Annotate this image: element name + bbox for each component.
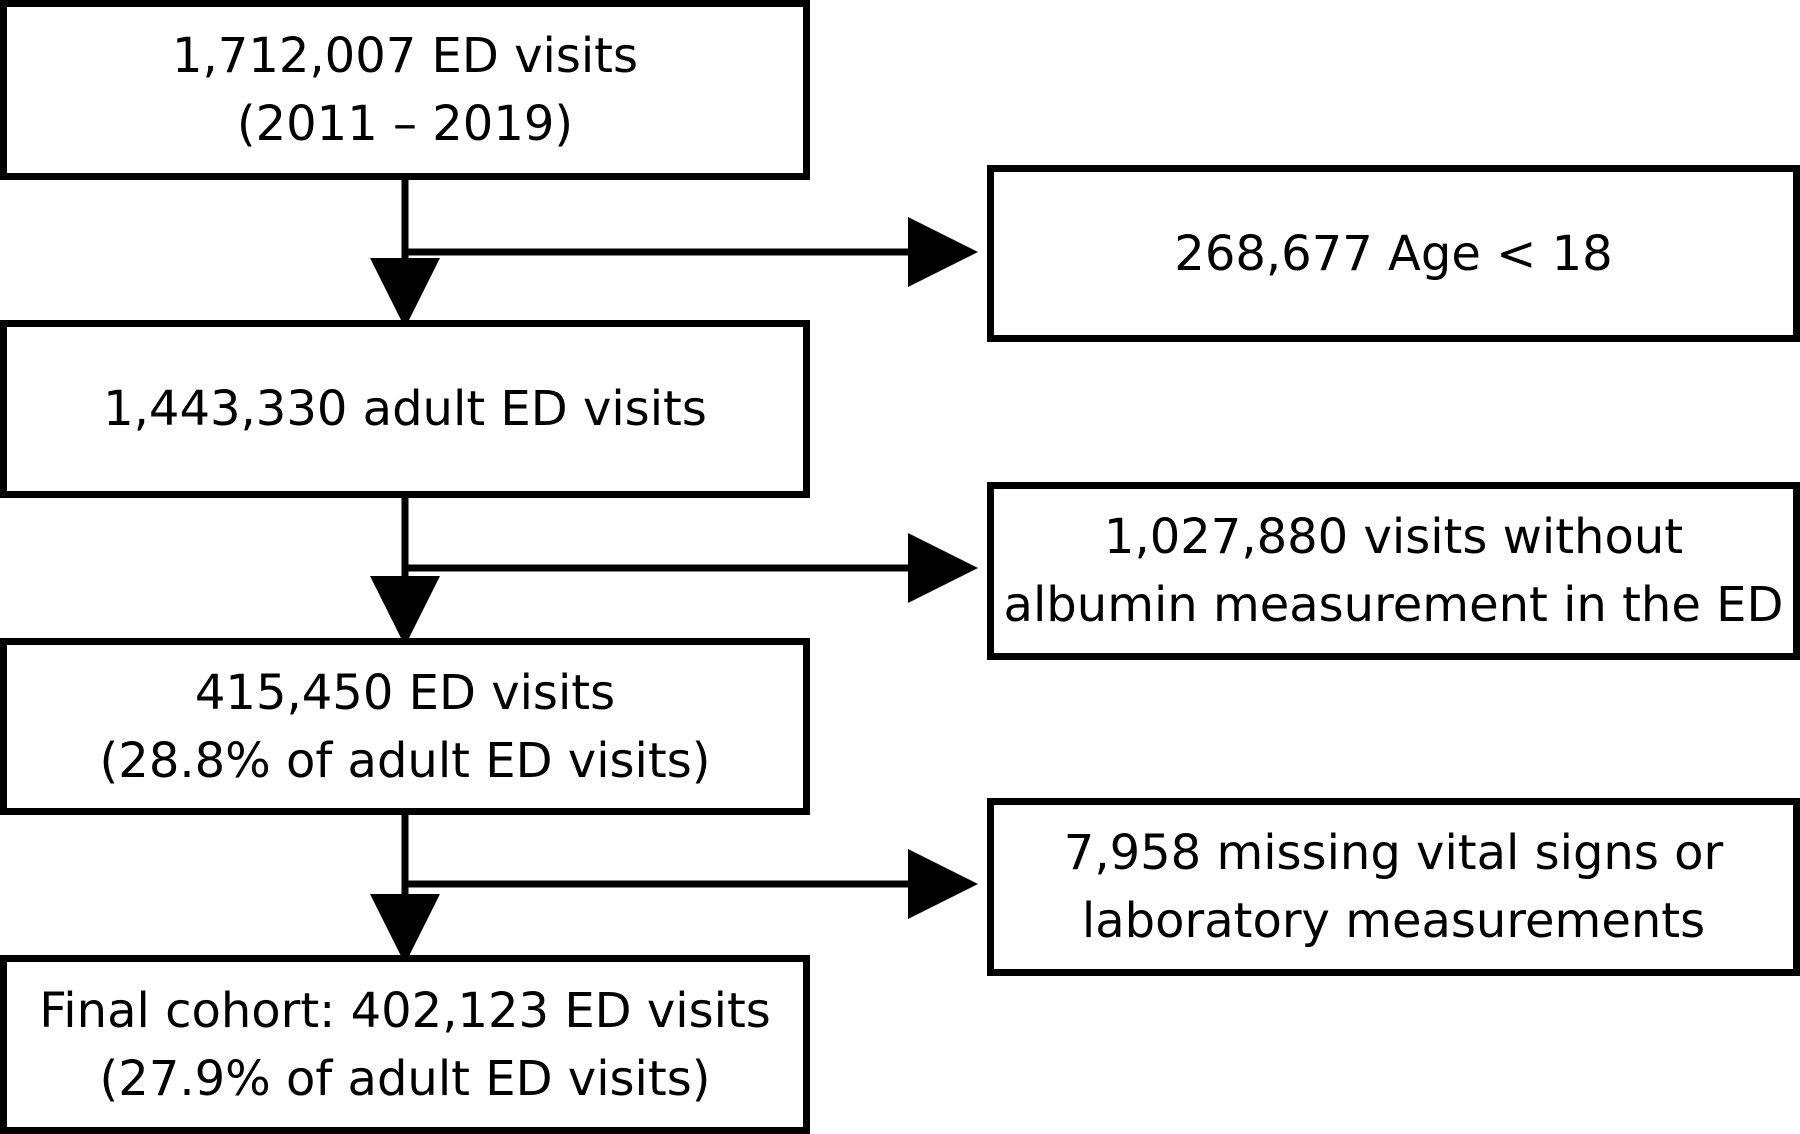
exclusion-box-missing: 7,958 missing vital signs or laboratory … — [987, 798, 1800, 976]
step-box-text: 1,443,330 adult ED visits — [103, 381, 707, 437]
step-box-text: (2011 – 2019) — [236, 96, 574, 152]
step-box-adult-visits: 1,443,330 adult ED visits — [0, 320, 810, 498]
step-box-text: Final cohort: 402,123 ED visits — [39, 982, 771, 1039]
step-box-text: 1,712,007 ED visits — [171, 28, 638, 84]
exclusion-box-age: 268,677 Age < 18 — [987, 165, 1800, 342]
exclusion-box-text: 268,677 Age < 18 — [1174, 225, 1613, 282]
exclusion-box-albumin: 1,027,880 visits without albumin measure… — [987, 482, 1800, 660]
exclusion-box-text: albumin measurement in the ED — [1003, 577, 1784, 633]
exclusion-box-text: 1,027,880 visits without — [1103, 509, 1684, 565]
exclusion-box-text: 7,958 missing vital signs or — [1063, 825, 1724, 881]
step-box-albumin-visits: 415,450 ED visits (28.8% of adult ED vis… — [0, 638, 810, 815]
step-box-final-cohort: Final cohort: 402,123 ED visits (27.9% o… — [0, 955, 810, 1134]
step-box-text: 415,450 ED visits — [194, 664, 616, 721]
step-box-text: (27.9% of adult ED visits) — [99, 1050, 711, 1107]
step-box-text: (28.8% of adult ED visits) — [99, 732, 711, 789]
step-box-all-visits: 1,712,007 ED visits (2011 – 2019) — [0, 0, 810, 180]
exclusion-box-text: laboratory measurements — [1081, 893, 1706, 949]
